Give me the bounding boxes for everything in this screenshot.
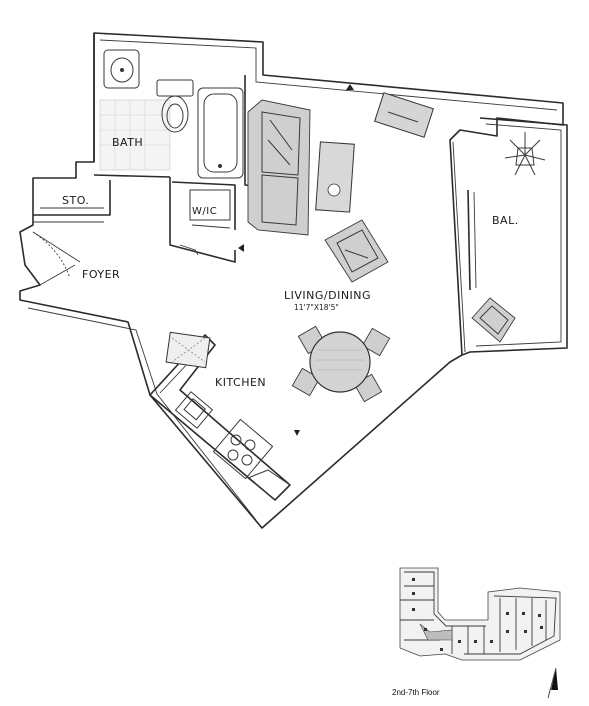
tv-icon: [374, 92, 434, 138]
dining-table-icon: [291, 325, 391, 403]
toilet-icon: [156, 79, 194, 133]
kitchen-label: KITCHEN: [215, 376, 266, 389]
balcony-label: BAL.: [492, 214, 519, 227]
storage-label: STO.: [62, 194, 89, 207]
armchair-icon: [324, 219, 389, 283]
bath-fixtures: [99, 49, 244, 179]
living-dining-label: LIVING/DINING: [284, 289, 371, 302]
closet-fixtures: [179, 189, 231, 256]
floor-label: 2nd-7th Floor: [392, 688, 440, 697]
fridge-icon: [165, 331, 211, 369]
walkin-closet-label: W/IC: [192, 206, 217, 217]
kitchen-fixtures: [165, 331, 291, 501]
sink-icon: [103, 49, 140, 89]
bath-label: BATH: [112, 136, 143, 149]
coffee-table-icon: [315, 141, 355, 213]
entry-door-icon[interactable]: [32, 231, 81, 286]
living-dining-dimensions: 11'7"X18'5": [294, 303, 339, 312]
foyer-label: FOYER: [82, 268, 120, 281]
balcony-chair-icon: [471, 297, 516, 343]
balcony-furniture: [471, 132, 546, 343]
bathtub-icon: [197, 87, 244, 179]
key-plan: [399, 567, 561, 661]
living-furniture: [247, 92, 434, 403]
markers: [238, 84, 354, 436]
kitchen-sink-icon: [174, 391, 214, 429]
north-arrow-icon: [547, 667, 558, 699]
plant-icon: [504, 132, 546, 176]
sofa-icon: [247, 99, 311, 236]
stove-icon: [212, 418, 274, 480]
unit-markers: [412, 578, 543, 651]
